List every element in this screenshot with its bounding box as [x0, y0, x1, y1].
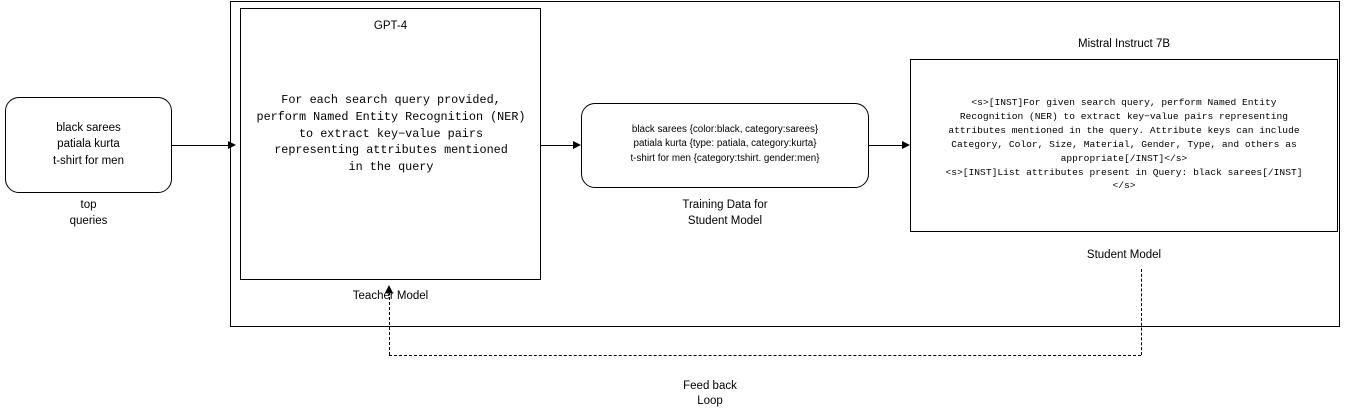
feedback-loop-segment-bottom: [389, 355, 1141, 356]
pipeline-outer-frame: [230, 1, 1340, 327]
training-data-box: [581, 103, 869, 188]
feedback-loop-caption: Feed back Loop: [683, 380, 737, 408]
training-data-text: black sarees {color:black, category:sare…: [630, 124, 820, 164]
feedback-loop-segment-left: [389, 292, 390, 355]
feedback-loop-segment-right: [1141, 269, 1142, 355]
top-queries-box: [5, 97, 172, 193]
arrow-head-icon-teacher-to-training-data: [573, 140, 581, 149]
teacher-model-box: [240, 8, 541, 280]
arrow-head-icon-feedback-loop: [384, 285, 393, 293]
top-queries-text: black sarees patiala kurta t-shirt for m…: [53, 122, 124, 167]
teacher-model-title: GPT-4: [373, 20, 408, 32]
top-queries-caption: top queries: [69, 199, 108, 227]
student-model-box: [910, 59, 1338, 232]
connector-training-data-to-student: [869, 145, 908, 146]
student-model-title: Mistral Instruct 7B: [1077, 38, 1171, 50]
arrow-head-icon-training-data-to-student: [902, 140, 910, 149]
connector-teacher-to-training-data: [541, 145, 579, 146]
student-model-prompt: <s>[INST]For given search query, perform…: [945, 97, 1303, 192]
training-data-caption: Training Data for Student Model: [682, 199, 768, 227]
connector-queries-to-teacher: [172, 145, 232, 146]
teacher-model-prompt: For each search query provided, perform …: [256, 93, 526, 174]
arrow-head-icon-queries-to-teacher: [228, 140, 236, 149]
student-model-caption: Student Model: [1086, 249, 1162, 261]
teacher-model-caption: Teacher Model: [352, 290, 429, 302]
